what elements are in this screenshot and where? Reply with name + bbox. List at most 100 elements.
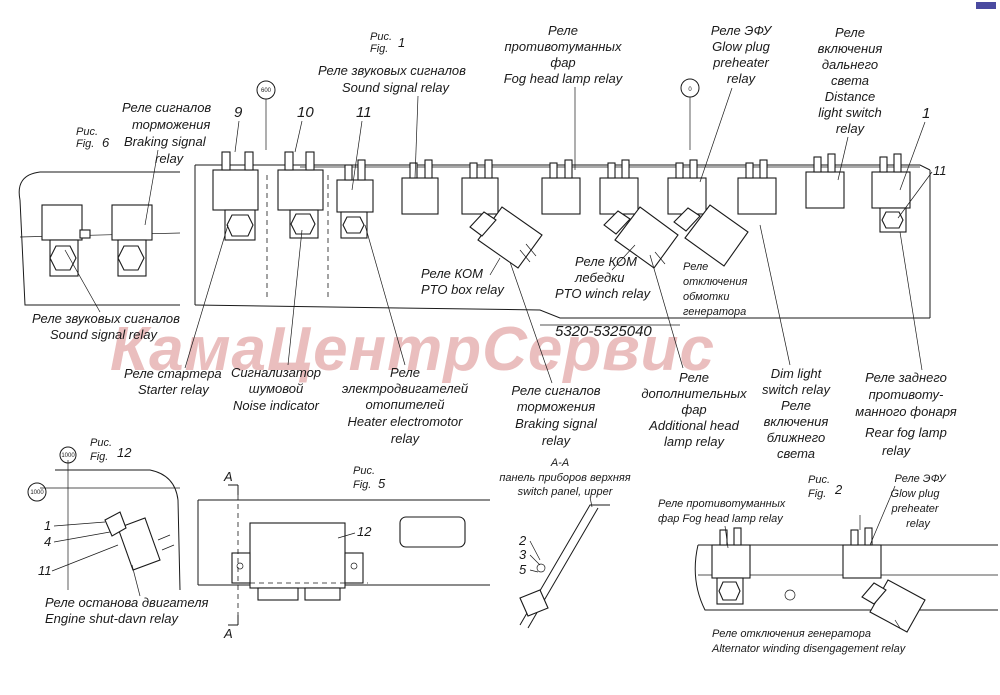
label-fig2-fog-en: фар Fog head lamp relay — [658, 513, 784, 525]
svg-text:Реле заднего: Реле заднего — [865, 370, 947, 385]
svg-text:Рис.: Рис. — [353, 465, 375, 477]
svg-text:Реле КОМ: Реле КОМ — [575, 254, 637, 269]
svg-text:Fig.: Fig. — [370, 43, 388, 55]
fig2-relay-fog-head — [711, 527, 751, 605]
svg-text:фар: фар — [550, 55, 575, 70]
svg-text:отопителей: отопителей — [366, 397, 445, 412]
watermark-text: КамаЦентрСервис — [110, 315, 715, 384]
svg-text:0: 0 — [688, 87, 692, 93]
svg-text:relay: relay — [882, 443, 912, 458]
dim-600: 600 — [256, 80, 276, 150]
label-engine-shutdown-ru: Реле останова двигателя — [45, 595, 209, 610]
svg-text:противоту-: противоту- — [869, 387, 944, 402]
svg-text:Sound signal relay: Sound signal relay — [50, 327, 158, 342]
label-heater-electromotor: Реле электродвигателей отопителей Heater… — [342, 224, 468, 446]
svg-text:relay: relay — [727, 71, 757, 86]
svg-text:Starter relay: Starter relay — [138, 382, 210, 397]
svg-text:шумовой: шумовой — [249, 381, 303, 396]
callout-1: 1 — [922, 105, 930, 122]
relay-11-sound — [336, 159, 374, 239]
svg-text:lamp relay: lamp relay — [664, 434, 725, 449]
label-engine-shutdown-en: Engine shut-davn relay — [45, 611, 179, 626]
svg-text:Реле: Реле — [835, 25, 865, 40]
label-alternator-off: Реле отключения обмотки генератора — [683, 261, 747, 318]
label-fig2-fog-ru: Реле противотуманных — [658, 498, 786, 510]
svg-text:света: света — [777, 446, 815, 461]
callout-11: 11 — [356, 104, 372, 121]
label-distance-light: Реле включения дальнего света Distance l… — [818, 25, 882, 181]
label-fig2-glow-ru: Реле ЭФУ — [894, 473, 946, 485]
svg-text:А-А: А-А — [550, 457, 569, 469]
label-braking-signal-mid: Реле сигналов торможения Braking signal … — [509, 261, 601, 448]
callout-11-right: 11 — [933, 163, 947, 178]
relay-rear-fog — [871, 153, 911, 233]
svg-text:switch relay: switch relay — [762, 382, 831, 397]
svg-text:Реле: Реле — [548, 23, 578, 38]
svg-text:Реле звуковых сигналов: Реле звуковых сигналов — [318, 63, 466, 78]
relay-pto-box — [469, 206, 543, 269]
svg-text:Реле сигналов: Реле сигналов — [511, 383, 600, 398]
fig12-panel: 1000 1000 Рис. Fig. 12 1 4 11 Реле остан… — [27, 437, 209, 626]
svg-text:манного фонаря: манного фонаря — [855, 404, 956, 419]
svg-text:света: света — [831, 73, 869, 88]
aa-section: А-А панель приборов верхняя switch panel… — [499, 457, 631, 629]
fig6-relay-1 — [41, 204, 91, 277]
svg-text:relay: relay — [542, 433, 572, 448]
fig6-relay-2 — [111, 204, 153, 277]
svg-text:Рис.: Рис. — [90, 437, 112, 449]
svg-text:Noise indicator: Noise indicator — [233, 398, 320, 413]
svg-text:Additional head: Additional head — [648, 418, 739, 433]
svg-text:Реле звуковых сигналов: Реле звуковых сигналов — [32, 311, 180, 326]
callout-10: 10 — [297, 104, 314, 121]
fig6-panel — [18, 171, 181, 306]
label-fig6: Рис. Fig. 6 — [76, 126, 110, 150]
svg-text:включения: включения — [764, 414, 829, 429]
fig12-relay-engine-shutdown — [104, 511, 175, 571]
svg-text:Рис.: Рис. — [76, 126, 98, 138]
svg-text:PTO winch relay: PTO winch relay — [555, 286, 652, 301]
svg-text:противотуманных: противотуманных — [505, 39, 622, 54]
relay-alternator-off — [673, 204, 749, 267]
svg-text:панель приборов верхняя: панель приборов верхняя — [499, 472, 630, 484]
relay-glow-plug — [667, 159, 707, 215]
svg-text:Реле КОМ: Реле КОМ — [421, 266, 483, 281]
svg-text:Fig.: Fig. — [353, 479, 371, 491]
callout-aa-3: 3 — [519, 547, 527, 562]
part-number: 5320-5325040 — [555, 323, 652, 340]
svg-text:1: 1 — [398, 35, 405, 50]
svg-text:Rear fog lamp: Rear fog lamp — [865, 425, 947, 440]
svg-text:торможения: торможения — [517, 399, 595, 414]
label-noise-indicator: Сигнализатор шумовой Noise indicator — [231, 229, 321, 413]
section-mark-a-top: A — [223, 469, 233, 484]
callout-9: 9 — [234, 104, 243, 121]
relay-pto-winch-mount — [599, 159, 639, 215]
svg-text:1000: 1000 — [61, 453, 75, 459]
relay-9-starter — [212, 151, 259, 241]
svg-text:Fog head lamp relay: Fog head lamp relay — [504, 71, 624, 86]
label-fig2-glow-en2: preheater — [890, 503, 939, 515]
svg-text:электродвигателей: электродвигателей — [342, 381, 468, 396]
svg-text:5: 5 — [378, 476, 386, 491]
label-fog-head: Реле противотуманных фар Fog head lamp r… — [504, 23, 624, 170]
svg-text:Реле: Реле — [683, 261, 708, 273]
svg-text:Реле: Реле — [390, 365, 420, 380]
svg-text:торможения: торможения — [132, 117, 210, 132]
svg-text:2: 2 — [834, 482, 843, 497]
fig5-panel: A A Рис. Fig. 5 12 — [197, 465, 490, 641]
svg-text:дополнительных: дополнительных — [641, 386, 747, 401]
svg-text:Рис.: Рис. — [808, 474, 830, 486]
corner-mark — [976, 2, 996, 9]
label-pto-box: Реле КОМ PTO box relay — [421, 257, 505, 297]
svg-text:Реле: Реле — [781, 398, 811, 413]
callout-fig12-1: 1 — [44, 518, 51, 533]
svg-text:лебедки: лебедки — [574, 270, 625, 285]
label-fig2-glow-en1: Glow plug — [891, 488, 941, 500]
svg-text:Сигнализатор: Сигнализатор — [231, 365, 321, 380]
svg-text:Braking signal: Braking signal — [124, 134, 207, 149]
svg-text:relay: relay — [391, 431, 421, 446]
svg-text:600: 600 — [261, 88, 272, 94]
svg-text:PTO box relay: PTO box relay — [421, 282, 505, 297]
svg-text:Реле стартера: Реле стартера — [124, 366, 222, 381]
